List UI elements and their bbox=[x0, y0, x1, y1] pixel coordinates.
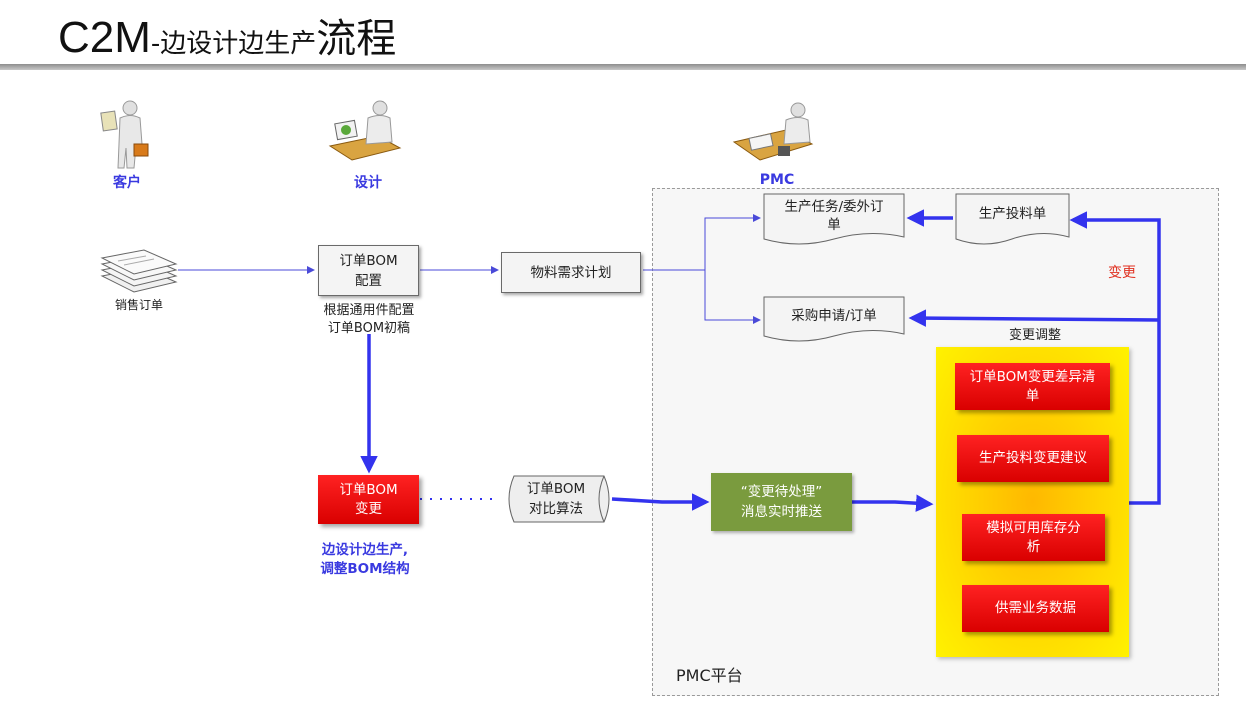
production-feed-doc: 生产投料单 bbox=[955, 193, 1070, 245]
pmc-platform-label: PMC平台 bbox=[676, 666, 743, 685]
change-item-inventory: 模拟可用库存分 析 bbox=[962, 514, 1105, 561]
designer-icon bbox=[328, 100, 402, 166]
change-label: 变更 bbox=[1108, 265, 1136, 281]
connector-change-loop bbox=[1069, 211, 1161, 505]
header-divider bbox=[0, 64, 1246, 70]
bom-config-line2: 配置 bbox=[355, 272, 382, 289]
bom-config-box: 订单BOM 配置 bbox=[318, 245, 419, 296]
document-shape bbox=[763, 296, 905, 342]
connector-plan-to-purchase bbox=[704, 270, 761, 324]
sales-order-label: 销售订单 bbox=[114, 298, 163, 312]
bom-config-caption: 根据通用件配置 订单BOM初稿 bbox=[304, 302, 434, 338]
production-task-line1: 生产任务/委外订 bbox=[784, 199, 884, 215]
bom-compare-line1: 订单BOM bbox=[526, 481, 586, 497]
pmc-icon bbox=[732, 102, 814, 168]
push-message-line1: “变更待处理” bbox=[740, 484, 823, 500]
connector-change-to-purchase bbox=[908, 309, 1160, 327]
purchase-request-doc: 采购申请/订单 bbox=[763, 296, 905, 342]
cylinder-shape bbox=[508, 475, 610, 523]
sales-order-icon bbox=[98, 246, 180, 296]
change-item-bom-diff: 订单BOM变更差异清 单 bbox=[955, 363, 1110, 410]
page-title: C2M-边设计边生产流程 bbox=[58, 6, 396, 62]
connector-compare-to-push bbox=[611, 493, 710, 511]
title-prefix: C2M bbox=[58, 13, 151, 62]
change-item-line2: 析 bbox=[1026, 538, 1041, 555]
change-adjust-label: 变更调整 bbox=[1008, 328, 1061, 343]
bom-config-line1: 订单BOM bbox=[339, 252, 398, 269]
production-task-line2: 单 bbox=[827, 217, 841, 233]
bom-change-line2: 变更 bbox=[355, 500, 382, 517]
material-plan-label: 物料需求计划 bbox=[530, 264, 612, 281]
customer-icon bbox=[96, 98, 156, 170]
bom-compare-cylinder: 订单BOM 对比算法 bbox=[504, 474, 616, 524]
role-design: 设计 bbox=[354, 175, 382, 191]
bom-change-caption: 边设计边生产, 调整BOM结构 bbox=[300, 541, 430, 579]
change-item-supply-demand: 供需业务数据 bbox=[962, 585, 1109, 632]
document-shape bbox=[955, 193, 1070, 245]
change-item-line1: 模拟可用库存分 bbox=[986, 519, 1081, 536]
push-message-line2: 消息实时推送 bbox=[741, 504, 822, 520]
role-customer: 客户 bbox=[113, 175, 141, 191]
title-middle: -边设计边生产 bbox=[150, 29, 317, 59]
change-item-line1: 供需业务数据 bbox=[995, 600, 1076, 616]
bom-config-caption-line2: 订单BOM初稿 bbox=[327, 321, 411, 336]
connector-push-to-panel bbox=[852, 494, 934, 512]
bom-change-caption-line2: 调整BOM结构 bbox=[320, 561, 410, 577]
production-task-doc: 生产任务/委外订 单 bbox=[763, 193, 905, 245]
bom-config-caption-line1: 根据通用件配置 bbox=[323, 303, 415, 318]
bom-compare-text: 订单BOM 对比算法 bbox=[510, 479, 602, 519]
connector-plan-to-task bbox=[643, 214, 761, 271]
change-item-line1: 生产投料变更建议 bbox=[979, 450, 1087, 466]
change-item-feed-suggest: 生产投料变更建议 bbox=[957, 435, 1109, 482]
change-item-line1: 订单BOM变更差异清 bbox=[969, 368, 1096, 385]
role-pmc: PMC bbox=[759, 172, 795, 188]
purchase-request-label: 采购申请/订单 bbox=[791, 308, 877, 324]
bom-change-line1: 订单BOM bbox=[339, 481, 398, 498]
material-plan-box: 物料需求计划 bbox=[501, 252, 641, 293]
change-item-line2: 单 bbox=[1025, 387, 1040, 404]
bom-change-box: 订单BOM 变更 bbox=[318, 475, 419, 524]
title-suffix: 流程 bbox=[316, 16, 397, 62]
bom-compare-line2: 对比算法 bbox=[529, 501, 583, 517]
document-shape bbox=[763, 193, 905, 245]
bom-change-caption-line1: 边设计边生产, bbox=[321, 542, 409, 558]
production-feed-label: 生产投料单 bbox=[978, 206, 1047, 222]
push-message-box: “变更待处理” 消息实时推送 bbox=[711, 473, 852, 531]
